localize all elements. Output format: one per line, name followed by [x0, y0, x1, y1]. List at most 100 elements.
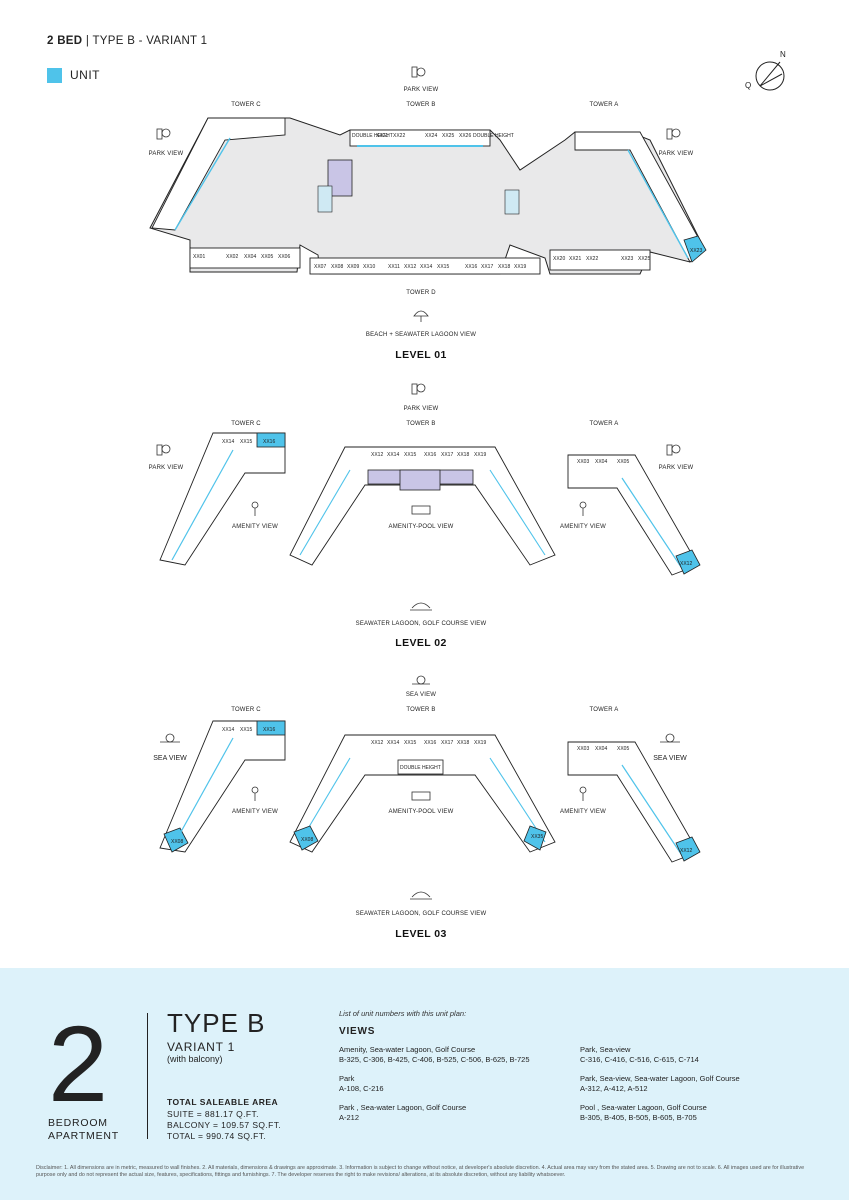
sun-icon [660, 733, 680, 743]
l3-double-height: DOUBLE HEIGHT [400, 765, 441, 771]
pool-icon [411, 505, 431, 515]
figure-icon [579, 786, 587, 801]
svg-text:XX07: XX07 [314, 264, 326, 270]
svg-text:XX17: XX17 [441, 452, 453, 458]
bedroom-label: BEDROOM [48, 1117, 108, 1129]
svg-text:XX10: XX10 [363, 264, 375, 270]
l1-tower-a: TOWER A [590, 102, 619, 108]
view-group: Park A-108, C-216 [339, 1074, 569, 1094]
figure-icon [579, 501, 587, 516]
svg-text:XX14: XX14 [222, 439, 234, 445]
svg-text:XX20: XX20 [553, 256, 565, 262]
view-units: B-305, B-405, B-505, B-605, B-705 [580, 1113, 697, 1122]
balcony-note: (with balcony) [167, 1054, 223, 1064]
svg-text:XX19: XX19 [474, 740, 486, 746]
l3-tower-c: TOWER C [231, 707, 261, 713]
bed-count: 2 BED [47, 35, 83, 47]
sun-icon [412, 675, 430, 685]
svg-text:XX02: XX02 [226, 254, 238, 260]
svg-text:XX18: XX18 [457, 452, 469, 458]
page-header: 2 BED | TYPE B - VARIANT 1 [47, 35, 207, 47]
svg-text:XX19: XX19 [514, 264, 526, 270]
l2-pool-view: AMENITY-POOL VIEW [389, 524, 454, 530]
level-01-plan: PARK VIEW TOWER C TOWER B TOWER A PARK V… [149, 66, 707, 361]
svg-text:XX06: XX06 [278, 254, 290, 260]
svg-text:XX03: XX03 [577, 459, 589, 465]
legend-label: UNIT [70, 68, 100, 82]
svg-text:XX14: XX14 [420, 264, 432, 270]
svg-text:DOUBLE HEIGHT: DOUBLE HEIGHT [352, 133, 393, 139]
suite-area: SUITE = 881.17 Q.FT. [167, 1109, 259, 1119]
l2-amenity-left: AMENITY VIEW [232, 524, 278, 530]
views-column-right: Park, Sea-view C-316, C-416, C-516, C-61… [580, 1045, 810, 1132]
units-intro: List of unit numbers with this unit plan… [339, 1009, 467, 1018]
disclaimer: Disclaimer: 1. All dimensions are in met… [36, 1165, 805, 1179]
l3-amenity-left: AMENITY VIEW [232, 809, 278, 815]
svg-text:XX25: XX25 [442, 133, 454, 139]
svg-text:XX18: XX18 [457, 740, 469, 746]
view-units: B-325, C-306, B-425, C-406, B-525, C-506… [339, 1055, 530, 1064]
svg-text:XX08: XX08 [331, 264, 343, 270]
l3-view-right: SEA VIEW [653, 755, 687, 762]
svg-text:XX16: XX16 [424, 740, 436, 746]
l1-view-right: PARK VIEW [659, 151, 694, 157]
svg-text:XX16: XX16 [424, 452, 436, 458]
view-group: Park, Sea-view, Sea-water Lagoon, Golf C… [580, 1074, 810, 1094]
svg-text:XX15: XX15 [240, 727, 252, 733]
l2-c-highlight [256, 432, 286, 448]
svg-text:XX11: XX11 [388, 264, 400, 270]
l2-view-bottom: SEAWATER LAGOON, GOLF COURSE VIEW [356, 621, 487, 627]
area-title: TOTAL SALEABLE AREA [167, 1097, 279, 1107]
bedroom-apartment-label: BEDROOM APARTMENT [48, 1117, 119, 1143]
svg-text:XX05: XX05 [617, 459, 629, 465]
svg-text:XX15: XX15 [404, 740, 416, 746]
view-name: Amenity, Sea-water Lagoon, Golf Course [339, 1045, 476, 1054]
svg-text:XX21: XX21 [569, 256, 581, 262]
view-units: A-312, A-412, A-512 [580, 1084, 648, 1093]
l1-tower-d: TOWER D [406, 290, 436, 296]
total-area: TOTAL = 990.74 SQ.FT. [167, 1131, 267, 1141]
svg-text:XX01: XX01 [193, 254, 205, 260]
lagoon-icon [410, 891, 432, 900]
svg-text:XX04: XX04 [595, 746, 607, 752]
view-name: Pool , Sea-water Lagoon, Golf Course [580, 1103, 707, 1112]
l3-pool-view: AMENITY-POOL VIEW [389, 809, 454, 815]
l3-b-left-highlight [293, 825, 319, 851]
svg-text:DOUBLE HEIGHT: DOUBLE HEIGHT [473, 133, 514, 139]
svg-text:XX12: XX12 [371, 452, 383, 458]
view-group: Park , Sea-water Lagoon, Golf Course A-2… [339, 1103, 569, 1123]
svg-text:XX22: XX22 [586, 256, 598, 262]
view-units: A-212 [339, 1113, 360, 1122]
tree-icon [411, 383, 426, 395]
sun-icon [160, 733, 180, 743]
svg-text:XX05: XX05 [617, 746, 629, 752]
summary-panel [0, 968, 849, 1200]
svg-text:XX09: XX09 [347, 264, 359, 270]
views-column-left: Amenity, Sea-water Lagoon, Golf Course B… [339, 1045, 569, 1132]
svg-text:XX12: XX12 [680, 561, 692, 567]
view-units: C-316, C-416, C-516, C-615, C-714 [580, 1055, 699, 1064]
l3-tower-b: TOWER B [406, 707, 435, 713]
l2-view-left: PARK VIEW [149, 465, 184, 471]
svg-text:XX16: XX16 [263, 439, 275, 445]
l2-tower-c: TOWER C [231, 421, 261, 427]
l3-c-highlight [256, 720, 286, 736]
l1-tower-c: TOWER C [231, 102, 261, 108]
type-title: TYPE B [167, 1008, 266, 1038]
svg-text:XX16: XX16 [263, 727, 275, 733]
view-name: Park , Sea-water Lagoon, Golf Course [339, 1103, 467, 1112]
svg-text:XX15: XX15 [240, 439, 252, 445]
tree-icon [411, 66, 426, 78]
lagoon-icon [410, 602, 432, 611]
variant-label: VARIANT 1 [167, 1040, 236, 1054]
level-02-plan: PARK VIEW TOWER C TOWER B TOWER A PARK V… [149, 383, 701, 649]
svg-text:XX15: XX15 [437, 264, 449, 270]
level-03-plan: SEA VIEW TOWER C TOWER B TOWER A SEA VIE… [153, 675, 701, 940]
view-group: Pool , Sea-water Lagoon, Golf Course B-3… [580, 1103, 810, 1123]
l1-view-bottom: BEACH + SEAWATER LAGOON VIEW [366, 332, 476, 338]
svg-text:XX16: XX16 [465, 264, 477, 270]
balcony-area: BALCONY = 109.57 SQ.FT. [167, 1120, 282, 1130]
l2-amenity-right: AMENITY VIEW [560, 524, 606, 530]
umbrella-icon [413, 310, 429, 322]
svg-text:XX04: XX04 [244, 254, 256, 260]
